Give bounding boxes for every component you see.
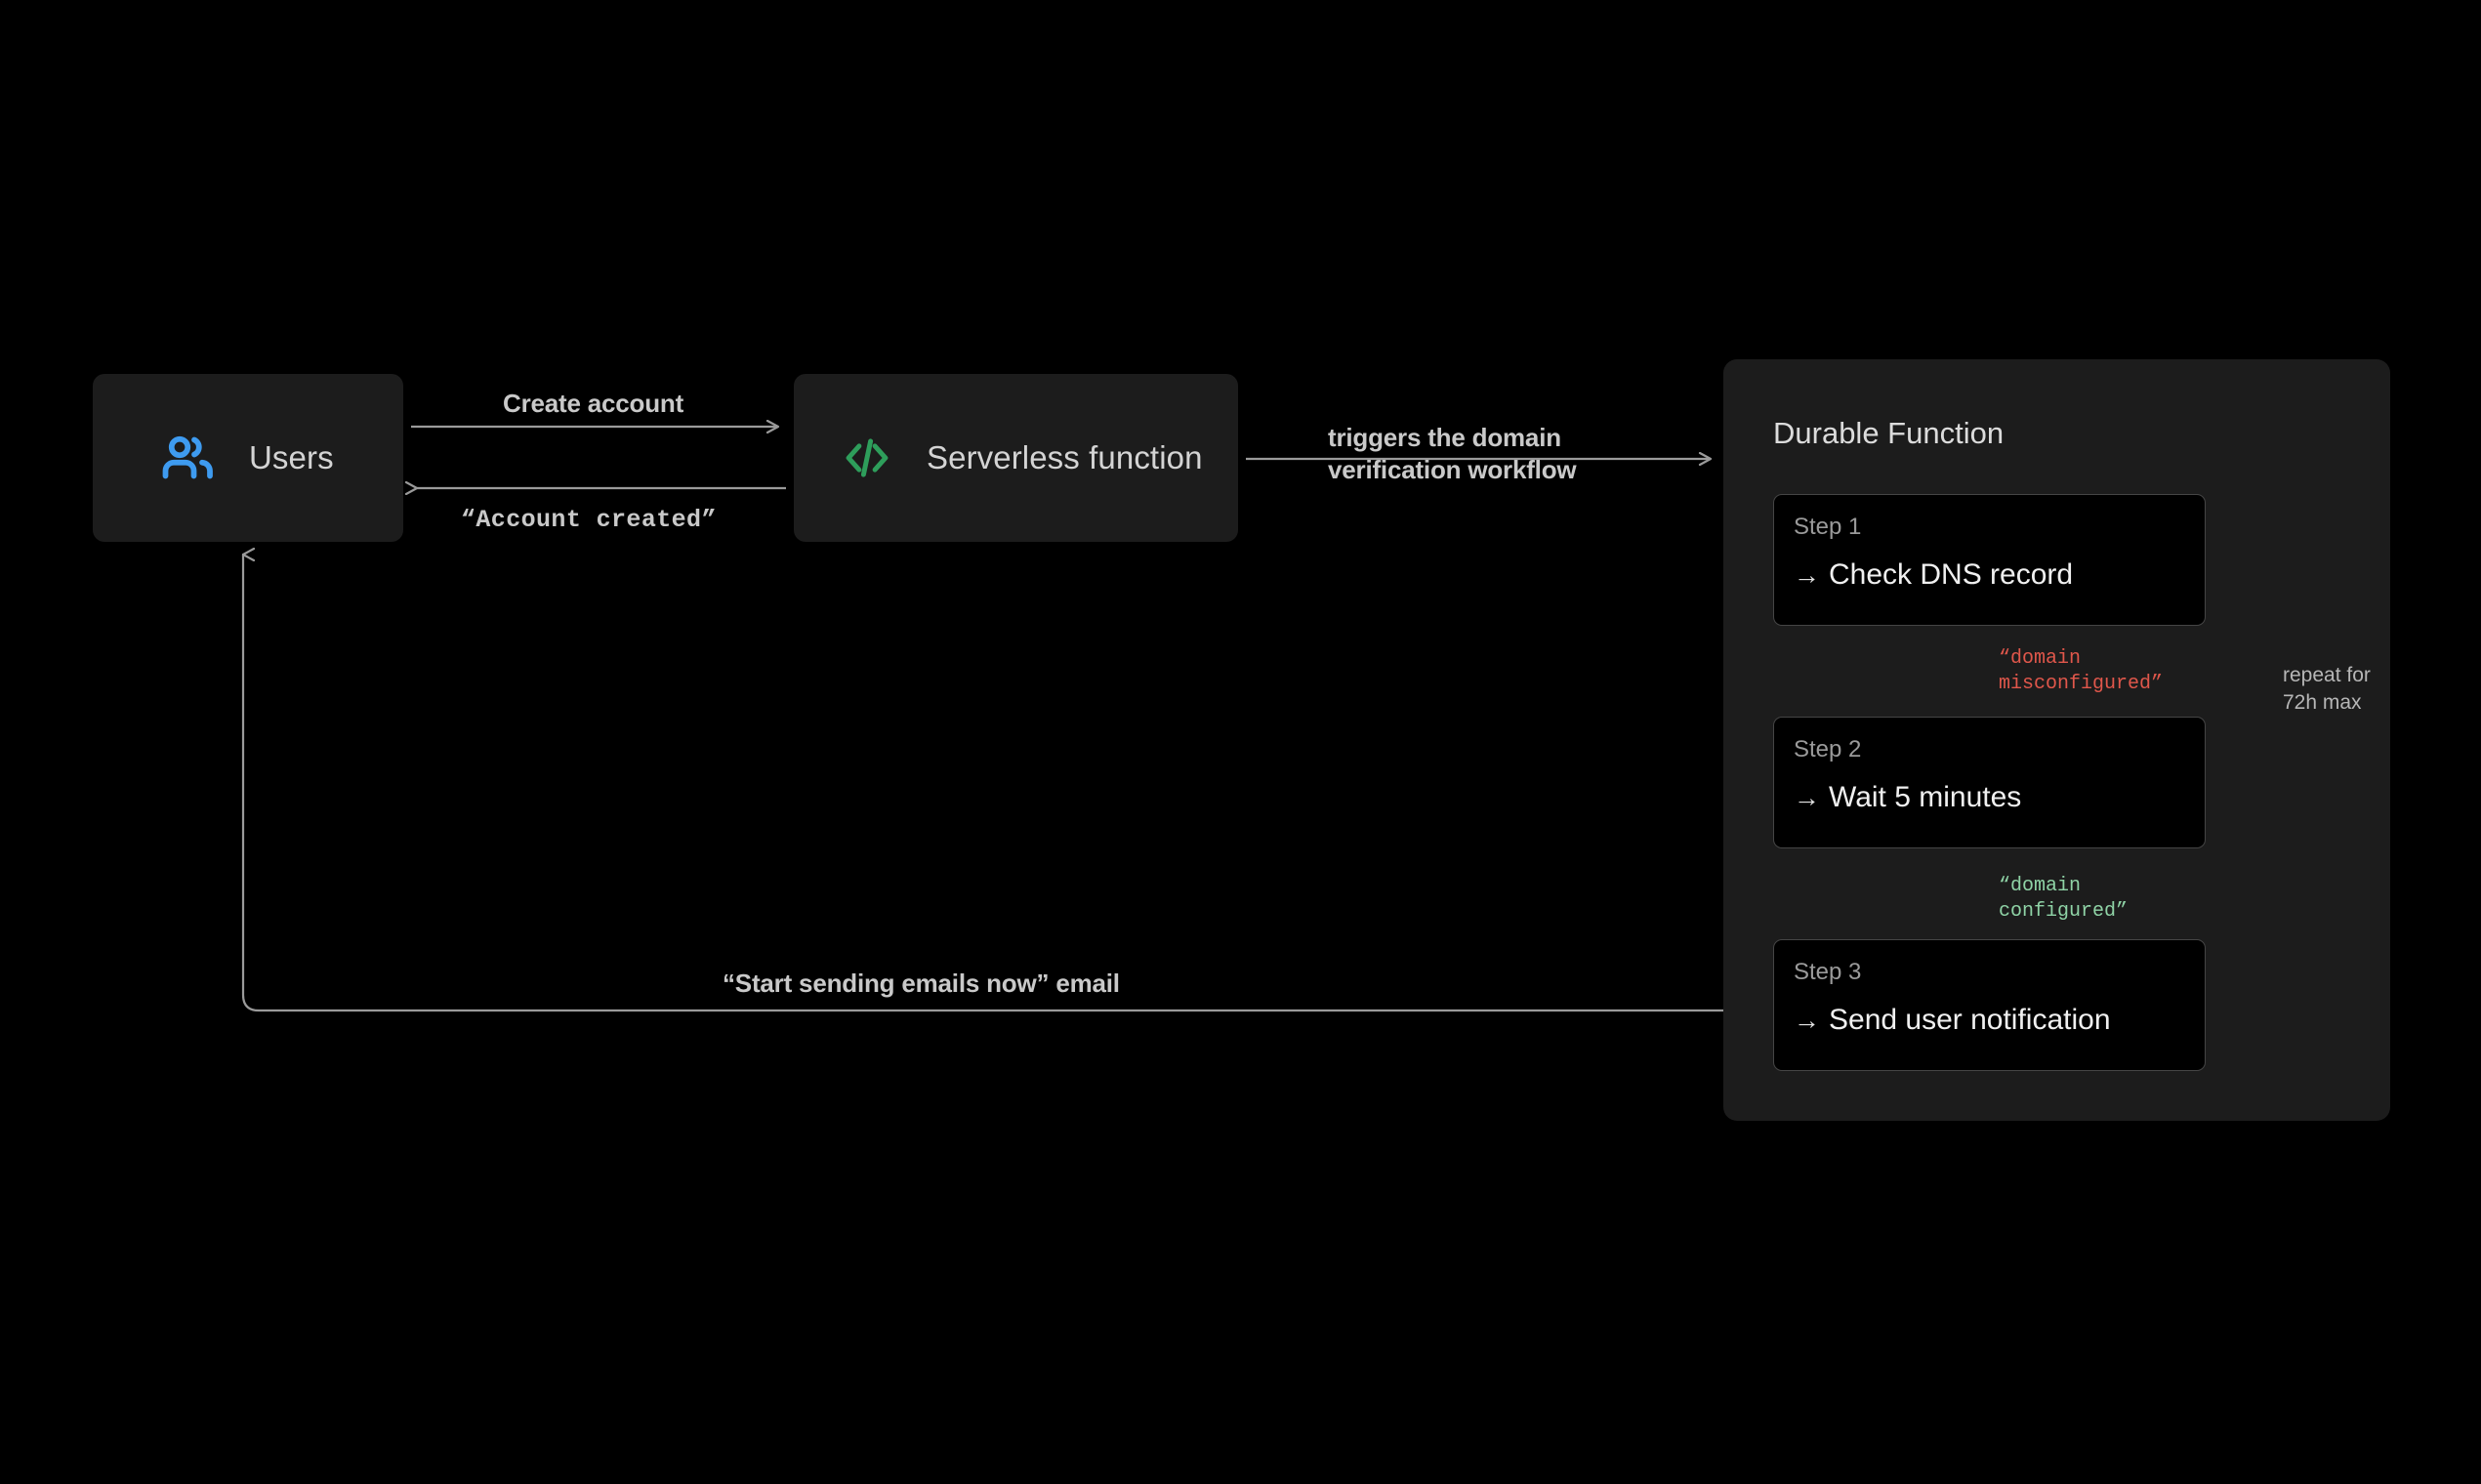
edge-label-triggers-workflow: triggers the domain verification workflo… xyxy=(1328,423,1577,485)
durable-function-title: Durable Function xyxy=(1773,416,2005,450)
step-3-title: Send user notification xyxy=(1829,1004,2111,1036)
transition-label-domain-misconfigured: “domain misconfigured” xyxy=(1999,647,2164,696)
arrow-right-icon: → xyxy=(1794,1005,1820,1035)
edge-label-create-account: Create account xyxy=(503,389,684,418)
node-users-label: Users xyxy=(249,439,334,475)
transition-label-domain-configured: “domain configured” xyxy=(1999,875,2129,924)
edge-start-sending xyxy=(241,555,1759,1012)
arrow-right-icon: → xyxy=(1794,559,1820,590)
step-1-eyebrow: Step 1 xyxy=(1794,514,1862,540)
step-2-title: Wait 5 minutes xyxy=(1829,781,2022,813)
users-icon xyxy=(159,429,218,487)
step-box-3[interactable]: Step 3 → Send user notification xyxy=(1773,939,2206,1071)
node-serverless-label: Serverless function xyxy=(927,439,1203,475)
code-brackets-icon xyxy=(841,432,893,484)
node-serverless-function[interactable]: Serverless function xyxy=(794,374,1238,542)
edge-label-start-sending-emails: “Start sending emails now” email xyxy=(723,969,1120,998)
edge-label-account-created: “Account created” xyxy=(461,506,717,534)
step-3-eyebrow: Step 3 xyxy=(1794,959,1862,985)
arrow-right-icon: → xyxy=(1794,782,1820,812)
step-2-eyebrow: Step 2 xyxy=(1794,736,1862,763)
step-1-title: Check DNS record xyxy=(1829,558,2074,591)
node-users[interactable]: Users xyxy=(93,374,403,542)
step-box-1[interactable]: Step 1 → Check DNS record xyxy=(1773,494,2206,626)
step-box-2[interactable]: Step 2 → Wait 5 minutes xyxy=(1773,717,2206,848)
durable-function-panel: Durable Function Step 1 → Check DNS reco… xyxy=(1723,359,2390,1121)
transition-label-repeat-72h: repeat for 72h max xyxy=(2283,664,2371,714)
